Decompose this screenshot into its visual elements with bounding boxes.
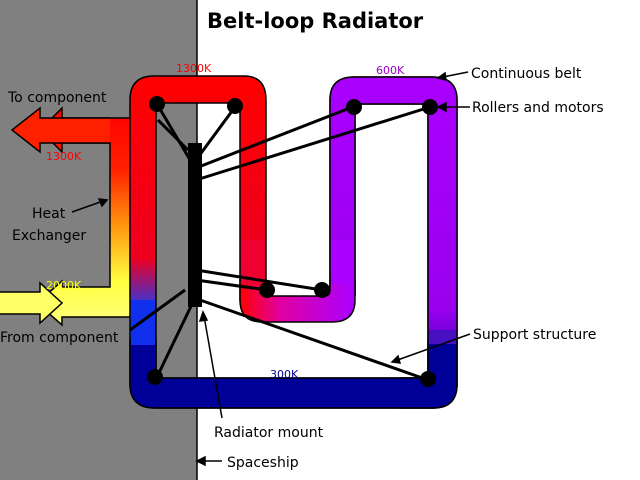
- roller-top-mid: [227, 98, 243, 114]
- temp-bottom: 300K: [270, 368, 299, 381]
- label-continuous-belt: Continuous belt: [471, 66, 582, 82]
- label-radiator-mount: Radiator mount: [214, 425, 324, 441]
- inlet-arrow-head: [0, 281, 64, 325]
- roller-bottom-left: [147, 369, 163, 385]
- belt-u-bend-fill-right: [331, 240, 354, 284]
- rollers: [147, 96, 438, 387]
- roller-top-u: [346, 99, 362, 115]
- temp-top-left: 1300K: [176, 62, 212, 75]
- label-from-component: From component: [0, 330, 119, 346]
- roller-top-right: [422, 99, 438, 115]
- belt-blend-right: [429, 330, 456, 344]
- diagram-title: Belt-loop Radiator: [207, 9, 424, 33]
- temp-top-right: 600K: [376, 64, 405, 77]
- leader-mount: [203, 315, 223, 419]
- radiator-mount: [188, 143, 202, 307]
- label-spaceship: Spaceship: [227, 455, 299, 471]
- roller-u-left: [259, 282, 275, 298]
- belt-blend-left: [131, 300, 155, 345]
- support-structure: [129, 103, 431, 382]
- label-heat-exchanger-1: Heat: [32, 206, 66, 222]
- label-support-structure: Support structure: [473, 327, 596, 343]
- label-rollers-and-motors: Rollers and motors: [472, 100, 604, 116]
- roller-u-right: [314, 282, 330, 298]
- label-to-component: To component: [7, 90, 107, 106]
- roller-bottom-right: [420, 371, 436, 387]
- outlet-arrow-head: [10, 106, 110, 154]
- temp-inlet: 2000K: [46, 279, 82, 292]
- leader-support: [391, 333, 471, 363]
- label-heat-exchanger-2: Exchanger: [12, 228, 86, 244]
- temp-outlet: 1300K: [46, 150, 82, 163]
- roller-top-left: [149, 96, 165, 112]
- callout-leaders: [71, 71, 471, 467]
